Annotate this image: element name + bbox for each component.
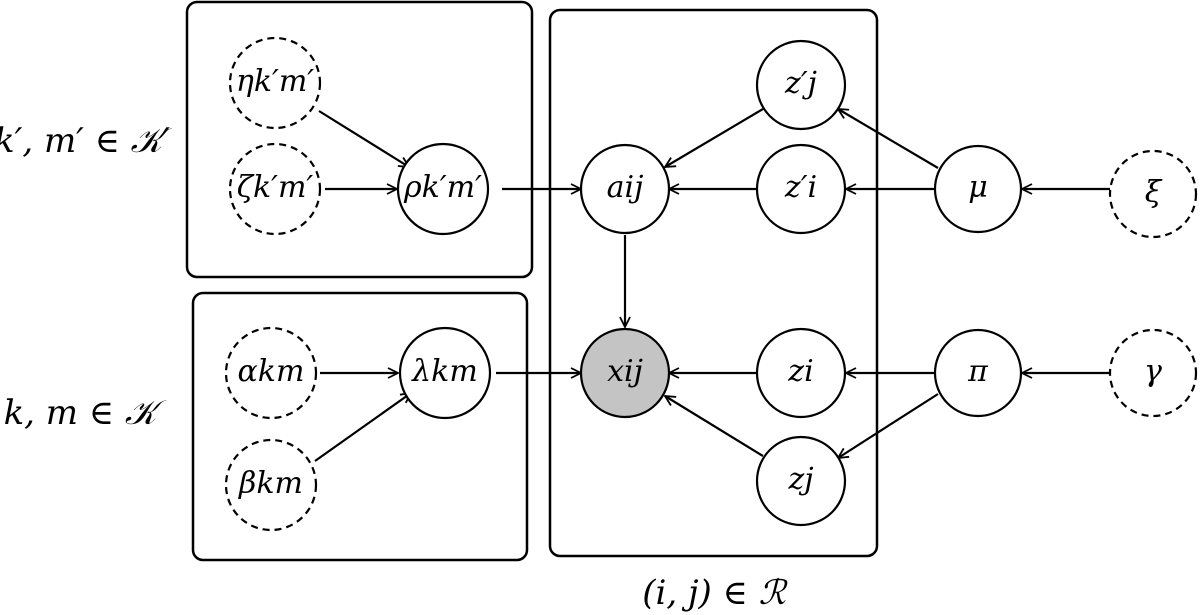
node-label-zeta: ζk′m′ [237,170,314,205]
plate-ij [548,8,879,558]
node-zip: z′i [755,143,847,235]
node-label-beta: βkm [238,466,303,501]
node-pi: π [933,328,1023,418]
node-eta: ηk′m′ [228,36,322,130]
node-label-x: xij [607,354,643,389]
node-label-zip: z′i [784,170,817,205]
edge-eta-rho [318,110,409,167]
node-zeta: ζk′m′ [228,142,322,236]
node-lambda: λkm [398,326,492,420]
plate-label-ij: (i, j) ∈ ℛ [642,573,788,613]
node-beta: βkm [224,438,318,532]
node-x: xij [579,327,671,419]
node-mu: μ [933,144,1023,234]
node-label-lambda: λkm [411,354,478,389]
node-label-gamma: γ [1144,354,1162,389]
node-zjp: z′j [755,39,847,131]
node-rho: ρk′m′ [396,142,490,236]
node-label-pi: π [967,354,989,389]
node-alpha: αkm [224,326,318,420]
plate-label-kprime: k′, m′ ∈ 𝒦′ [0,121,173,161]
node-label-zi: zi [787,354,813,389]
plate-label-k: k, m ∈ 𝒦 [4,393,167,433]
plate-k [191,291,529,562]
edges [314,108,1110,462]
node-zi: zi [755,327,847,419]
node-label-eta: ηk′m′ [236,64,314,99]
node-label-alpha: αkm [238,354,305,389]
edge-zj-x [665,396,764,457]
node-a: aij [579,143,671,235]
edge-pi-zj [838,393,939,458]
node-zj: zj [755,435,847,527]
node-label-xi: ξ [1145,175,1163,210]
edge-mu-zjp [838,109,939,169]
edge-zjp-a [665,108,764,167]
edge-beta-lambda [314,393,411,462]
node-label-mu: μ [968,170,988,205]
node-label-a: aij [607,170,644,205]
node-label-zj: zj [787,462,813,497]
node-gamma: γ [1108,328,1198,418]
plate-kprime [185,0,534,279]
node-xi: ξ [1108,149,1198,239]
node-label-zjp: z′j [784,66,817,101]
node-label-rho: ρk′m′ [403,170,482,205]
